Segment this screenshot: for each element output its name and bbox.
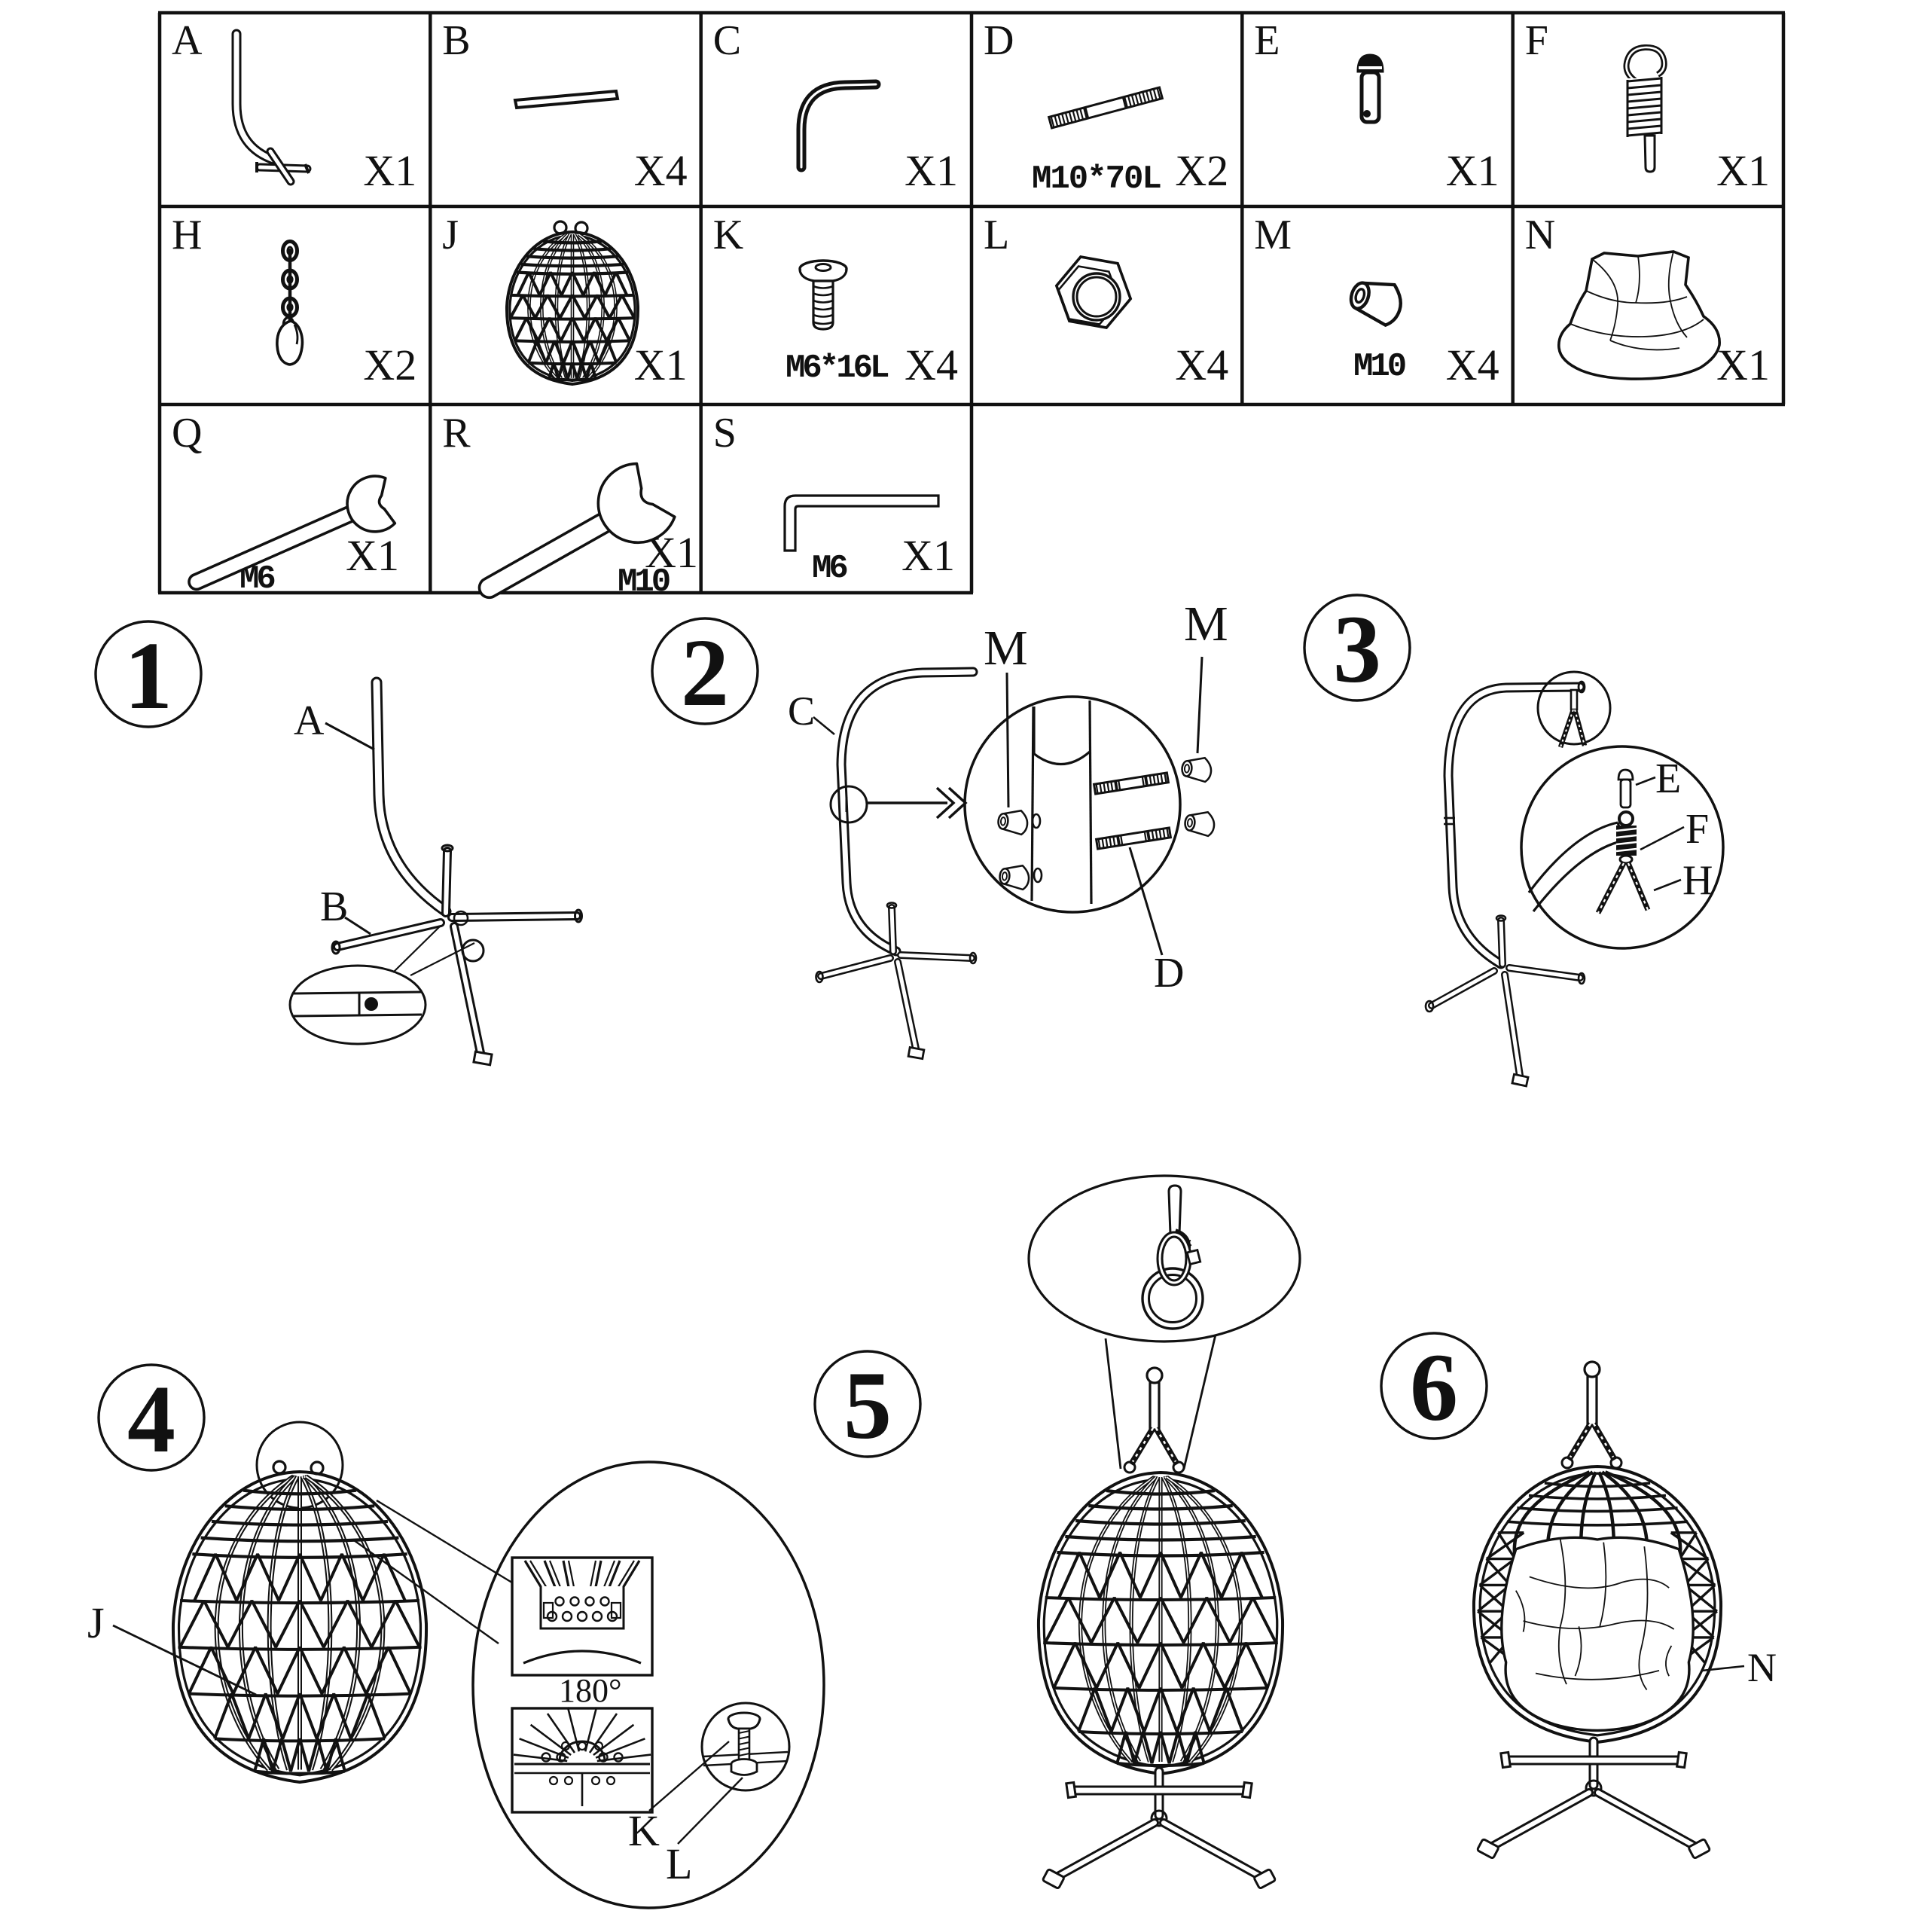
svg-text:M10*70L: M10*70L	[1032, 160, 1161, 198]
svg-text:X2: X2	[1175, 146, 1228, 195]
svg-text:X4: X4	[905, 340, 958, 389]
svg-text:F: F	[1525, 17, 1548, 64]
svg-text:F: F	[1685, 806, 1709, 853]
svg-text:L: L	[984, 212, 1009, 258]
svg-text:M: M	[984, 621, 1028, 676]
svg-text:R: R	[442, 410, 471, 456]
svg-text:X1: X1	[901, 531, 955, 580]
svg-text:H: H	[1682, 857, 1713, 904]
svg-text:C: C	[713, 17, 741, 64]
svg-text:2: 2	[681, 619, 729, 726]
svg-text:B: B	[320, 884, 348, 930]
svg-text:X2: X2	[363, 340, 416, 389]
svg-text:3: 3	[1333, 596, 1381, 703]
svg-text:4: 4	[127, 1366, 175, 1473]
svg-text:A: A	[172, 17, 203, 64]
svg-text:M: M	[1254, 212, 1292, 258]
svg-text:M6*16L: M6*16L	[786, 349, 889, 387]
svg-text:C: C	[788, 688, 815, 734]
svg-text:180°: 180°	[559, 1672, 622, 1709]
svg-text:N: N	[1747, 1645, 1777, 1690]
svg-text:X4: X4	[1175, 340, 1228, 389]
svg-text:M10: M10	[618, 563, 670, 601]
svg-text:A: A	[294, 697, 325, 744]
svg-text:X4: X4	[634, 146, 688, 195]
svg-text:X1: X1	[363, 146, 416, 195]
svg-text:M6: M6	[812, 550, 847, 588]
svg-text:K: K	[628, 1806, 660, 1855]
svg-text:X1: X1	[634, 340, 688, 389]
svg-text:E: E	[1254, 17, 1280, 64]
svg-text:E: E	[1655, 755, 1681, 802]
svg-text:M: M	[1184, 597, 1228, 652]
svg-text:J: J	[442, 212, 459, 258]
svg-text:X1: X1	[1716, 340, 1770, 389]
svg-text:X1: X1	[905, 146, 958, 195]
svg-text:X1: X1	[346, 531, 399, 580]
svg-text:L: L	[666, 1839, 692, 1888]
svg-text:H: H	[172, 212, 202, 258]
svg-text:D: D	[1154, 950, 1184, 997]
svg-text:1: 1	[124, 622, 172, 729]
svg-text:B: B	[442, 17, 470, 64]
svg-text:J: J	[87, 1598, 105, 1647]
svg-text:K: K	[713, 212, 743, 258]
svg-text:Q: Q	[172, 410, 202, 456]
svg-text:N: N	[1525, 212, 1555, 258]
svg-text:6: 6	[1410, 1334, 1458, 1441]
svg-text:D: D	[984, 17, 1014, 64]
svg-text:M10: M10	[1353, 348, 1405, 386]
svg-text:X1: X1	[1716, 146, 1770, 195]
svg-text:S: S	[713, 410, 737, 456]
svg-text:X4: X4	[1446, 340, 1499, 389]
svg-text:X1: X1	[1446, 146, 1499, 195]
svg-text:5: 5	[844, 1352, 892, 1459]
